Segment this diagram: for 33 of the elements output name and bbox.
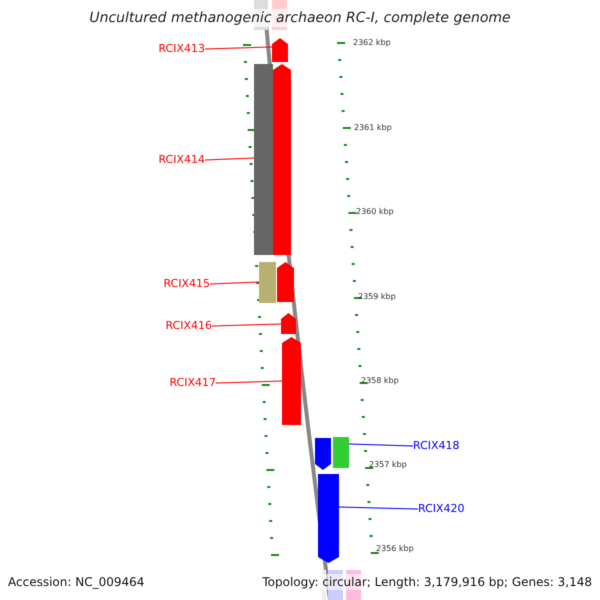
leader-line (204, 158, 254, 160)
gene-feature (281, 313, 296, 334)
gene-block (333, 437, 349, 468)
gene-feature (318, 474, 339, 563)
gene-feature (272, 38, 288, 62)
gene-label: RCIX413 (150, 42, 205, 56)
coordinate-label: 2358 kbp (361, 376, 399, 386)
genome-info-text: Topology: circular; Length: 3,179,916 bp; Genes: 3,148 (262, 574, 592, 590)
coordinate-label: 2360 kbp (356, 207, 394, 217)
coordinate-label: 2356 kbp (376, 544, 414, 554)
leader-line (210, 282, 260, 284)
coordinate-label: 2362 kbp (353, 38, 391, 48)
leader-line (212, 324, 282, 326)
coordinate-label: 2357 kbp (369, 460, 407, 470)
leader-line (216, 380, 282, 384)
gene-block (259, 262, 276, 303)
gene-label: RCIX418 (413, 439, 468, 453)
gene-label: RCIX417 (161, 376, 216, 390)
gene-feature (273, 64, 291, 255)
gene-feature (315, 438, 331, 470)
accession-text: Accession: NC_009464 (8, 574, 144, 590)
leader-line (338, 506, 418, 510)
gene-feature (282, 337, 301, 425)
leader-line (348, 444, 414, 446)
coordinate-label: 2359 kbp (358, 292, 396, 302)
leader-line (204, 46, 272, 50)
gene-label: RCIX415 (155, 277, 210, 291)
gene-label: RCIX414 (150, 153, 205, 167)
gene-feature (277, 262, 294, 302)
gene-label: RCIX420 (418, 502, 473, 516)
gene-block (254, 64, 273, 255)
gene-label: RCIX416 (157, 319, 212, 333)
coordinate-label: 2361 kbp (354, 123, 392, 133)
